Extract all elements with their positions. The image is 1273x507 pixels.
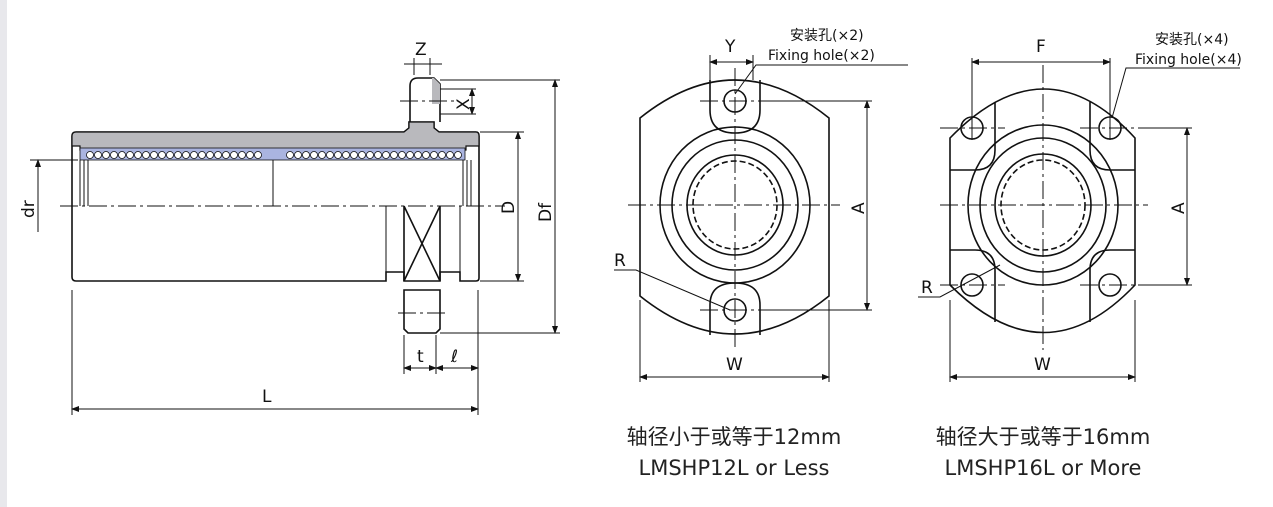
dim-df-label: Df (536, 202, 556, 222)
dim-d-label: D (499, 201, 519, 214)
caption-16mm-or-more: 轴径大于或等于16mm LMSHP16L or More (883, 422, 1203, 484)
hole-note-cn-4: 安装孔(×4) (1155, 32, 1229, 48)
dim-w-label-2: W (726, 355, 743, 375)
dim-f-label: F (1036, 37, 1046, 57)
dim-z-label: Z (415, 40, 427, 60)
dim-r-label-2: R (614, 251, 626, 271)
dim-dr-label: dr (19, 200, 39, 218)
side-view: Z X dr D Df t ℓ L (19, 40, 560, 415)
front-view-4-hole: F 安装孔(×4) Fixing hole(×4) A R W (918, 32, 1242, 382)
front-view-2-hole: Y 安装孔(×2) Fixing hole(×2) A R W (614, 28, 908, 382)
hole-note-en-2: Fixing hole(×2) (768, 48, 875, 64)
dim-a-label-4: A (1169, 202, 1189, 214)
caption-en: LMSHP16L or More (944, 456, 1142, 480)
dim-w-label-4: W (1034, 355, 1051, 375)
ball-row (86, 151, 462, 159)
caption-cn: 轴径小于或等于12mm (626, 425, 842, 449)
caption-en: LMSHP12L or Less (638, 456, 830, 480)
caption-cn: 轴径大于或等于16mm (935, 425, 1151, 449)
caption-12mm-or-less: 轴径小于或等于12mm LMSHP12L or Less (574, 422, 894, 484)
dim-a-label-2: A (849, 202, 869, 214)
left-edge-strip (0, 0, 7, 507)
dim-t-label: t (417, 347, 424, 367)
hole-note-cn-2: 安装孔(×2) (790, 28, 864, 44)
dim-r-label-4: R (921, 278, 933, 298)
dim-l-label: ℓ (450, 347, 458, 367)
hole-note-en-4: Fixing hole(×4) (1135, 52, 1242, 68)
dim-L-label: L (262, 387, 272, 407)
dim-y-label: Y (724, 37, 736, 57)
dim-x-label: X (454, 98, 474, 110)
